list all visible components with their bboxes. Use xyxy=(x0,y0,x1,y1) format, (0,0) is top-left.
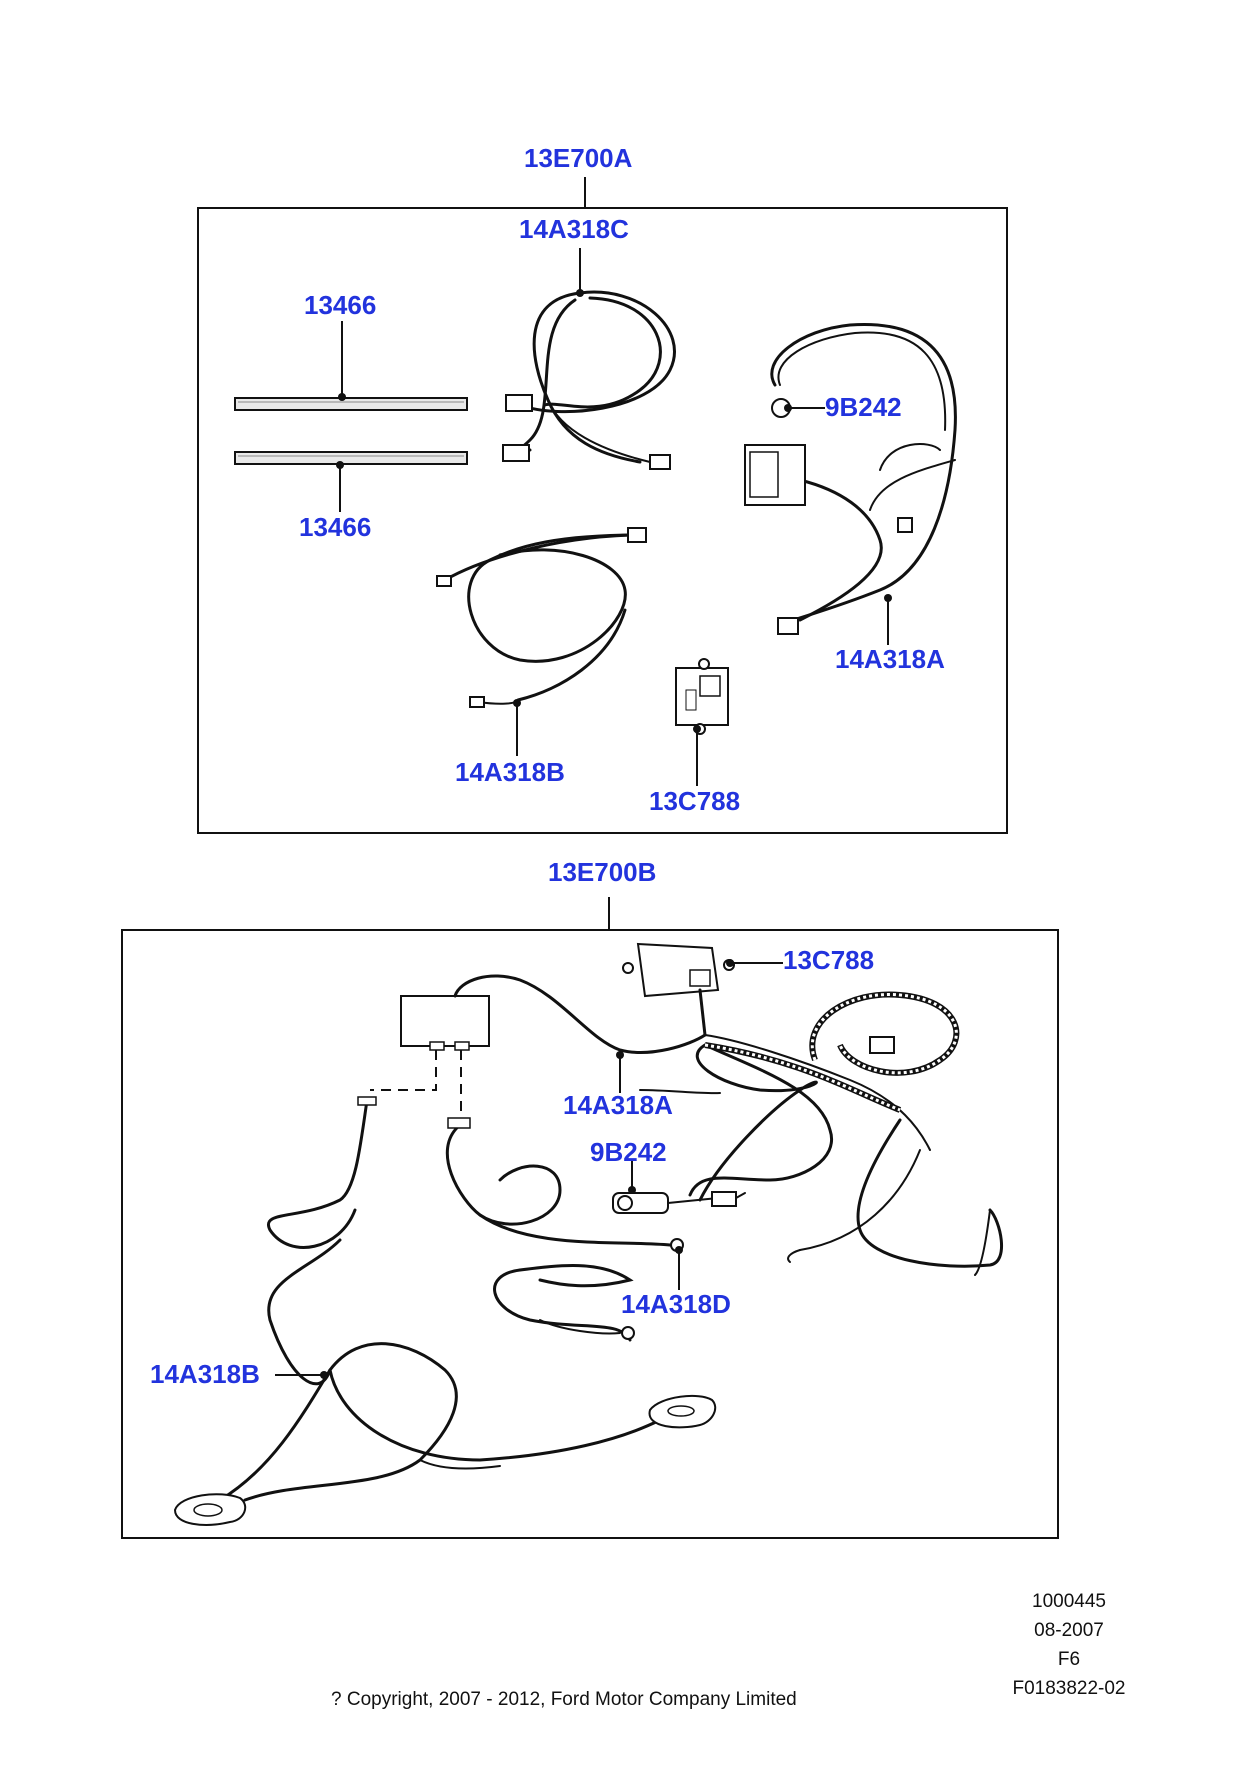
callout-14a318a-kit-a[interactable]: 14A318A xyxy=(835,644,945,674)
sensor-9b242-kit-b xyxy=(612,1191,746,1214)
module-13c788-kit-a xyxy=(675,658,729,735)
callout-14a318c[interactable]: 14A318C xyxy=(519,214,629,244)
callout-13c788-kit-a[interactable]: 13C788 xyxy=(649,786,741,816)
callout-9b242-kit-a[interactable]: 9B242 xyxy=(825,392,902,422)
trim-strip-13466-top xyxy=(234,397,468,411)
callout-13c788-kit-b[interactable]: 13C788 xyxy=(783,945,875,975)
callout-13466-top[interactable]: 13466 xyxy=(304,290,377,320)
footer-ref: F6 xyxy=(1057,1649,1081,1670)
footer-date: 08-2007 xyxy=(1034,1620,1104,1641)
callout-13e700b[interactable]: 13E700B xyxy=(548,857,657,887)
callout-13e700a[interactable]: 13E700A xyxy=(524,143,633,173)
footer-code: 1000445 xyxy=(1032,1591,1106,1612)
callout-9b242-kit-b[interactable]: 9B242 xyxy=(590,1137,667,1167)
harness-14a318d-kit-b xyxy=(445,1117,684,1342)
callout-14a318a-kit-b[interactable]: 14A318A xyxy=(563,1090,673,1120)
callout-13466-bottom[interactable]: 13466 xyxy=(299,512,372,542)
kit-b-frame xyxy=(121,929,1059,1539)
harness-braided-kit-b xyxy=(704,991,960,1113)
harness-14a318a-kit-b xyxy=(639,1043,1004,1276)
module-small-kit-b xyxy=(400,974,931,1151)
footer-copyright: ? Copyright, 2007 - 2012, Ford Motor Com… xyxy=(331,1689,797,1710)
footer-illustration-id: F0183822-02 xyxy=(1012,1678,1126,1699)
kit-a-frame xyxy=(197,207,1008,834)
harness-14a318a-kit-a xyxy=(744,322,957,635)
callout-14a318b-kit-b[interactable]: 14A318B xyxy=(150,1359,260,1389)
harness-14a318b-kit-a xyxy=(436,527,647,708)
harness-14a318c xyxy=(502,290,676,470)
callout-14a318d-kit-b[interactable]: 14A318D xyxy=(621,1289,731,1319)
trim-strip-13466-bottom xyxy=(234,451,468,465)
harness-14a318b-kit-b xyxy=(173,1096,717,1526)
module-13c788-kit-b xyxy=(622,942,735,998)
callout-14a318b-kit-a[interactable]: 14A318B xyxy=(455,757,565,787)
